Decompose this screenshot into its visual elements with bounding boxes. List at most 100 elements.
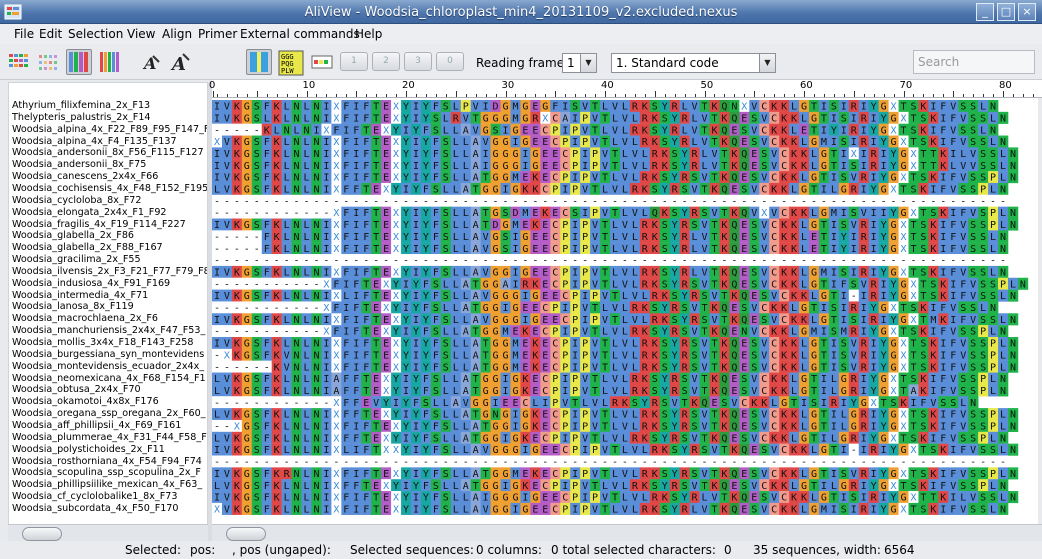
sequence-name[interactable]: Woodsia_alpina_4x_F22_F89_F95_F147_F: [12, 124, 207, 136]
sequence-name[interactable]: Woodsia_canescens_2x4x_F66: [12, 171, 158, 183]
panel-splitter[interactable]: [208, 82, 212, 544]
translate-icon[interactable]: [97, 49, 123, 75]
color-scheme-icon[interactable]: [66, 49, 92, 75]
residue-cell: [838, 147, 850, 160]
sequence-name[interactable]: Woodsia_andersonii_8x_F75: [12, 159, 146, 171]
sequence-name[interactable]: Woodsia_gracilima_2x_F55: [12, 254, 141, 266]
sequence-name[interactable]: Woodsia_elongata_2x4x_F1_F92: [12, 207, 167, 219]
sequence-name[interactable]: Woodsia_polystichoides_2x_F11: [12, 444, 165, 456]
highlight-diffs-icon[interactable]: [36, 49, 62, 75]
residue-letter: D: [493, 102, 499, 113]
sequence-name[interactable]: Woodsia_fragilis_4x_F19_F114_F227: [12, 219, 186, 231]
residue-letter: G: [901, 445, 907, 456]
sequence-row[interactable]: ----------------------------------------…: [212, 194, 1009, 208]
sequence-name[interactable]: Woodsia_burgessiana_syn_montevidens: [12, 349, 204, 361]
menu-external-commands[interactable]: External commands: [240, 27, 360, 41]
menu-view[interactable]: View: [127, 27, 155, 41]
show-as-translation-icon[interactable]: [246, 49, 272, 75]
font-decrease-icon[interactable]: A: [138, 49, 164, 75]
menu-file[interactable]: File: [14, 27, 34, 41]
sequence-name[interactable]: Woodsia_ilvensis_2x_F3_F21_F77_F79_F8: [12, 266, 207, 278]
frame-2-button[interactable]: 2: [372, 52, 400, 71]
sequence-name[interactable]: Woodsia_oregana_ssp_oregana_2x_F60_: [12, 408, 206, 420]
sequence-name[interactable]: Woodsia_rosthorniana_4x_F54_F94_F74: [12, 456, 202, 468]
sequence-name[interactable]: Thelypteris_palustris_2x_F14: [12, 112, 151, 124]
minimize-button[interactable]: _: [976, 3, 994, 21]
frame-1-button[interactable]: 1: [340, 52, 368, 71]
menu-selection[interactable]: Selection: [68, 27, 123, 41]
sequence-name[interactable]: Woodsia_lanosa_8x_F119: [12, 301, 134, 313]
sequence-name[interactable]: Woodsia_manchuriensis_2x4x_F47_F53_: [12, 325, 205, 337]
sequence-name[interactable]: Woodsia_neomexicana_4x_F68_F154_F1: [12, 373, 206, 385]
menu-align[interactable]: Align: [162, 27, 192, 41]
sequence-name[interactable]: Woodsia_indusiosa_4x_F91_F169: [12, 278, 170, 290]
sequence-name[interactable]: Woodsia_cycloloba_8x_F72: [12, 195, 141, 207]
sequence-name[interactable]: Woodsia_intermedia_4x_F71: [12, 290, 148, 302]
sequence-name[interactable]: Woodsia_okamotoi_4x8x_F176: [12, 396, 159, 408]
sequence-name[interactable]: Woodsia_aff_phillipsii_4x_F69_F161: [12, 420, 181, 432]
sequence-row[interactable]: ----------------------------------------…: [212, 254, 1009, 267]
close-button[interactable]: ×: [1018, 3, 1036, 21]
sequence-name[interactable]: Woodsia_andersonii_8x_F56_F115_F127: [12, 147, 204, 159]
menu-help[interactable]: Help: [355, 27, 382, 41]
sequence-name[interactable]: Woodsia_cf_cyclolobalike1_8x_F73: [12, 491, 177, 503]
sequence-name[interactable]: Woodsia_scopulina_ssp_scopulina_2x_F: [12, 467, 201, 479]
ruler-tick: [356, 91, 358, 97]
sequence-name[interactable]: Woodsia_obtusa_2x4x_F70: [12, 384, 141, 396]
sequence-name[interactable]: Woodsia_macrochlaena_2x_F6: [12, 313, 158, 325]
frame-0-button[interactable]: 0: [436, 52, 464, 71]
show-color-translation-icon[interactable]: [309, 49, 335, 75]
highlight-consensus-icon[interactable]: [6, 49, 32, 75]
search-input[interactable]: Search: [913, 50, 1035, 74]
reading-frame-select[interactable]: 1 ▼: [562, 53, 597, 73]
sequence-name[interactable]: Woodsia_alpina_4x_F4_F135_F137: [12, 136, 177, 148]
menu-edit[interactable]: Edit: [39, 27, 62, 41]
sequence-name[interactable]: Woodsia_phillipsiilike_mexican_4x_F63_: [12, 479, 202, 491]
maximize-button[interactable]: □: [997, 3, 1015, 21]
menu-primer[interactable]: Primer: [198, 27, 237, 41]
sequence-name[interactable]: Woodsia_plummerae_4x_F31_F44_F58_F: [12, 432, 207, 444]
sequence-name[interactable]: Athyrium_filixfemina_2x_F13: [12, 100, 150, 112]
genetic-code-select[interactable]: 1. Standard code ▼: [611, 53, 776, 73]
sequence-name[interactable]: Woodsia_mollis_3x4x_F18_F143_F258: [12, 337, 193, 349]
sequence-name[interactable]: Woodsia_glabella_2x_F88_F167: [12, 242, 163, 254]
sequence-name[interactable]: Woodsia_montevidensis_ecuador_2x4x_: [12, 361, 204, 373]
sequence-name[interactable]: Woodsia_glabella_2x_F86: [12, 230, 134, 242]
sequence-name[interactable]: Woodsia_subcordata_4x_F50_F170: [12, 503, 179, 515]
frame-3-button[interactable]: 3: [404, 52, 432, 71]
sequence-name[interactable]: Woodsia_cochisensis_4x_F48_F152_F195: [12, 183, 207, 195]
font-increase-icon[interactable]: A: [167, 49, 193, 75]
